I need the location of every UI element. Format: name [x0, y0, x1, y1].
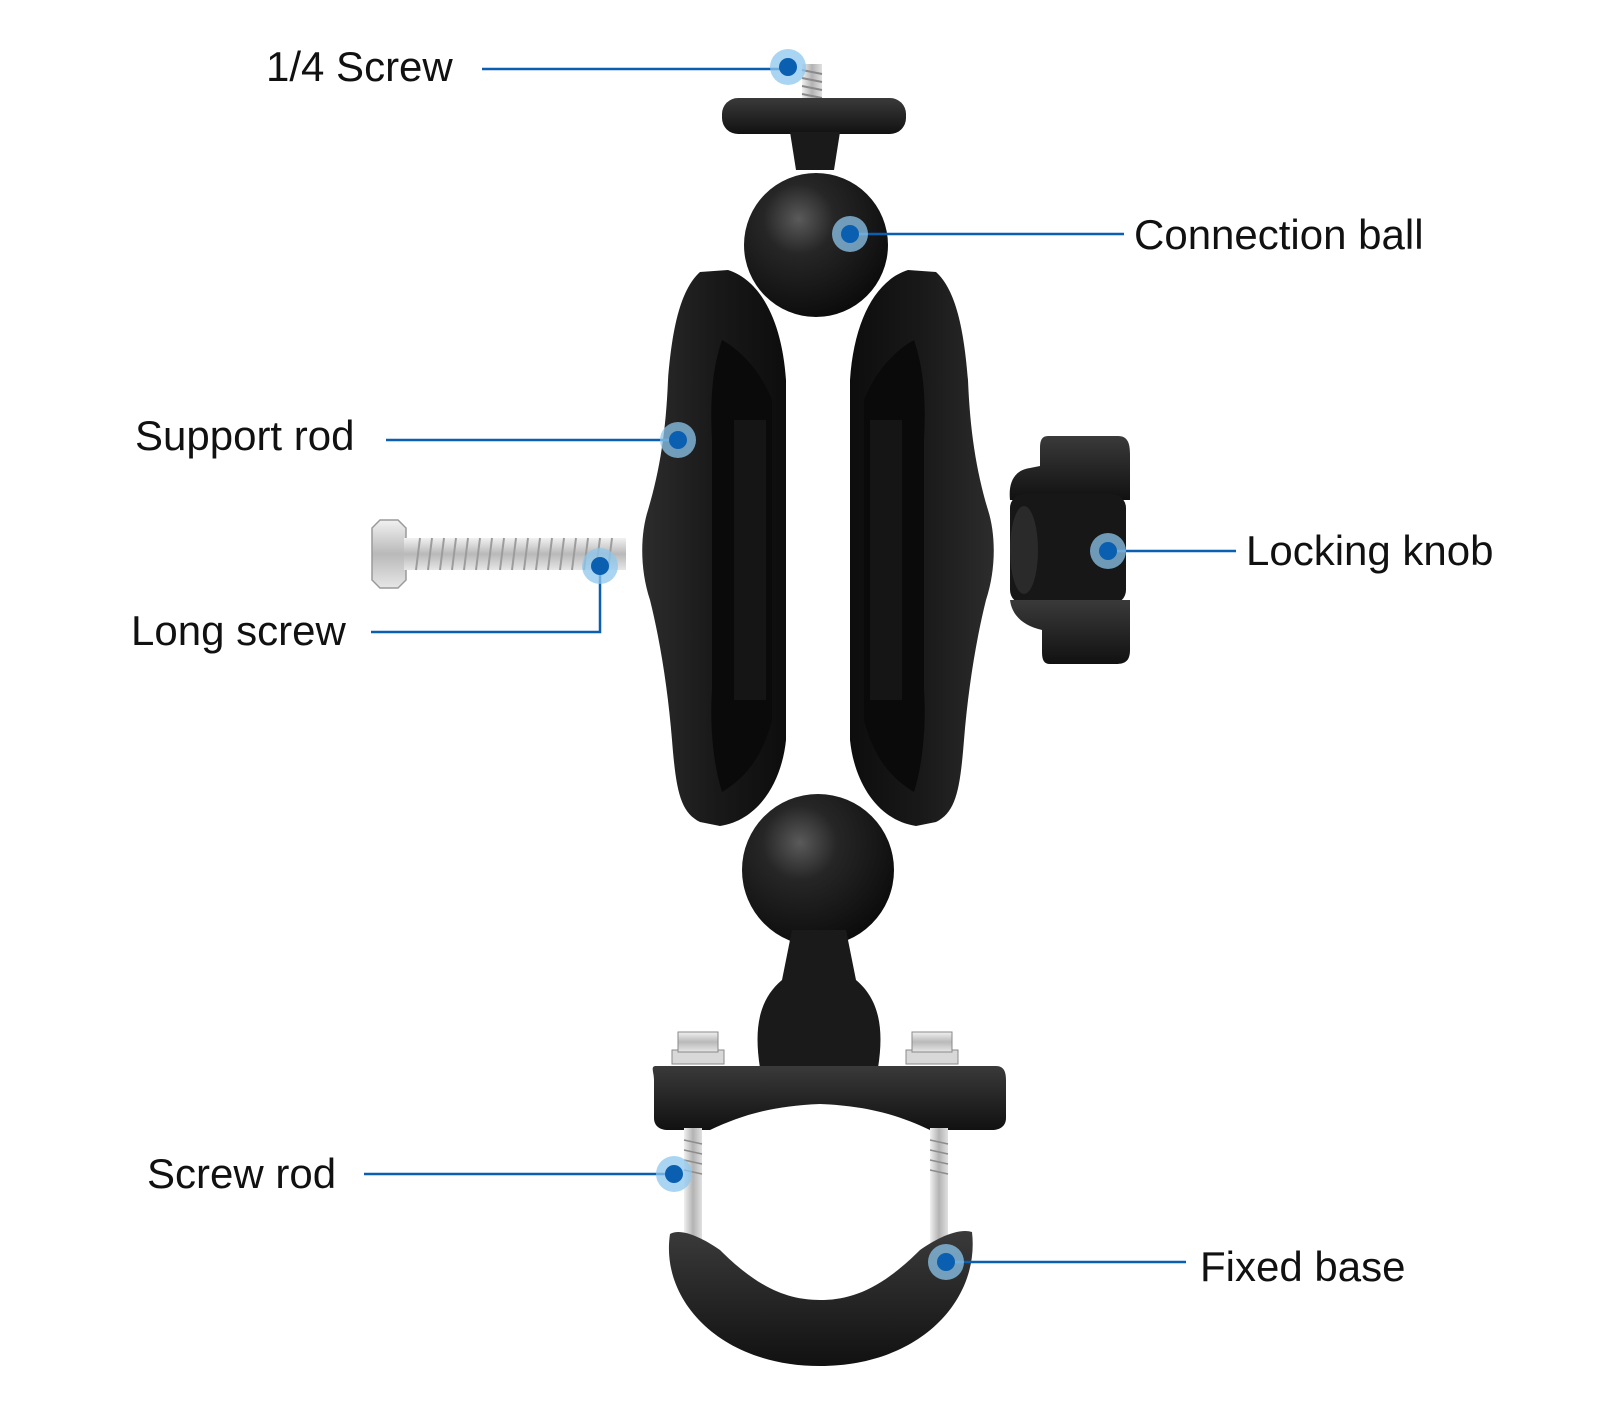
knob-wing-top — [1009, 436, 1130, 500]
dot-support — [669, 431, 687, 449]
dot-long — [591, 557, 609, 575]
ball-stem — [757, 930, 881, 1068]
callout-line-long — [371, 566, 602, 634]
screw-rod-threads — [683, 1139, 949, 1175]
label-support-rod: Support rod — [135, 412, 355, 459]
label-locking-knob: Locking knob — [1246, 527, 1494, 574]
knob-wing-bottom — [1010, 600, 1130, 664]
label-long-screw: Long screw — [131, 607, 346, 654]
knob-face — [1010, 506, 1038, 594]
clamp-nut-left — [671, 1031, 725, 1065]
clamp-bar — [652, 1066, 1006, 1130]
dot-knob — [1099, 542, 1117, 560]
locking-knob — [1009, 436, 1130, 664]
ball-neck — [790, 132, 840, 170]
connection-ball-top — [744, 173, 888, 317]
knob-hub — [1010, 494, 1126, 604]
support-rod-right — [850, 270, 994, 826]
top-ball-mount — [722, 64, 906, 317]
dot-screw14 — [779, 58, 797, 76]
mount-disk — [722, 98, 906, 134]
label-connection-ball: Connection ball — [1134, 211, 1424, 258]
dot-base — [937, 1253, 955, 1271]
fixed-base-u-clamp — [668, 1230, 973, 1366]
bolt-hex-head — [371, 519, 407, 589]
label-fixed-base: Fixed base — [1200, 1243, 1406, 1290]
clamp-nut-right — [905, 1031, 959, 1065]
right-arm-slot — [870, 420, 902, 700]
support-rod-left — [642, 270, 786, 826]
callout-dots — [582, 49, 1126, 1280]
connection-ball-bottom — [742, 794, 894, 946]
label-quarter-inch-screw: 1/4 Screw — [266, 43, 453, 90]
bottom-ball-mount — [652, 794, 1006, 1366]
label-screw-rod: Screw rod — [147, 1150, 337, 1197]
dot-screwrod — [665, 1165, 683, 1183]
screw-rod-left — [684, 1128, 702, 1246]
callouts — [364, 67, 1236, 1264]
dot-ball — [841, 225, 859, 243]
left-arm-slot — [734, 420, 766, 700]
screw-rod-right — [930, 1128, 948, 1246]
